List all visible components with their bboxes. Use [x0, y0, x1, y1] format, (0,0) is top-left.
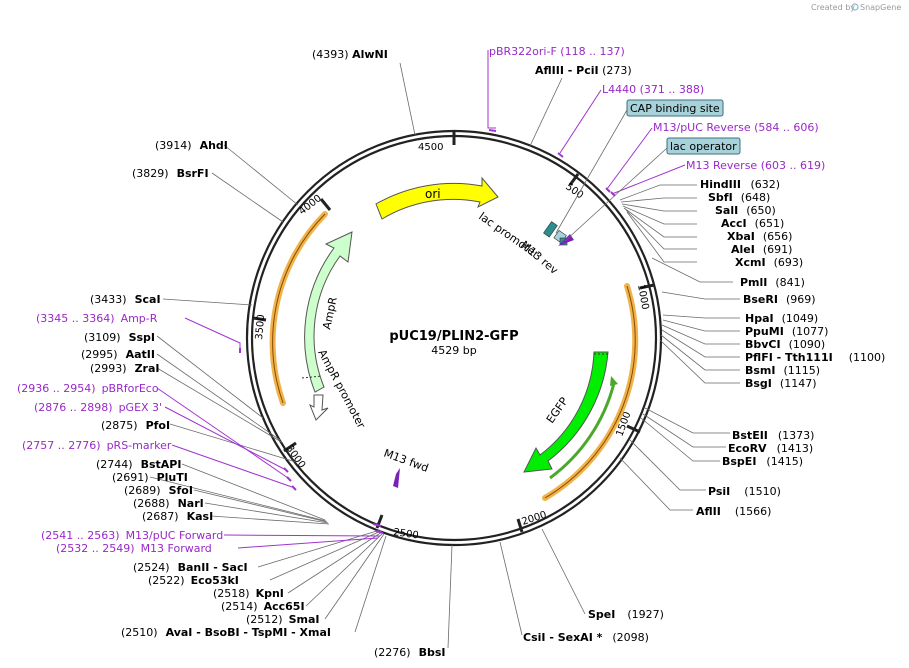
feature-box-lac-operator[interactable]: lac operator: [666, 137, 741, 155]
site-smai[interactable]: (2512)SmaI: [246, 613, 319, 626]
m13-fwd-label: M13 fwd: [382, 447, 430, 475]
site-xbai[interactable]: XbaI(656): [727, 230, 792, 243]
tick-label-2500: 2500: [393, 527, 420, 541]
site-kpni[interactable]: (2518)KpnI: [213, 587, 284, 600]
orange-feature-arc-right-line: [544, 285, 636, 499]
site-acci[interactable]: AccI(651): [721, 217, 784, 230]
ori-label: ori: [425, 187, 441, 201]
m13-fwd-feature[interactable]: [393, 468, 400, 488]
site-alwni[interactable]: (4393) AlwNI: [312, 48, 388, 61]
site-afliii-pcii[interactable]: AflIII - PciI (273): [535, 64, 632, 77]
site-pmli[interactable]: PmlI(841): [740, 276, 805, 289]
site-acc65i[interactable]: (2514)Acc65I: [221, 600, 305, 613]
site-alei[interactable]: AleI(691): [731, 243, 792, 256]
site-psii[interactable]: PsiI(1510): [708, 485, 781, 498]
primer-l4440[interactable]: L4440 (371 .. 388): [602, 83, 704, 96]
egfp-feature[interactable]: [523, 351, 609, 473]
primer-m13-puc-reverse[interactable]: M13/pUC Reverse (584 .. 606): [653, 121, 819, 134]
site-bsmi[interactable]: BsmI(1115): [745, 364, 820, 377]
tick-label-4500: 4500: [418, 142, 443, 153]
snapgene-brand: SnapGene: [860, 3, 901, 12]
site-bstapi[interactable]: (2744)BstAPI: [96, 458, 181, 471]
feature-box-cap[interactable]: CAP binding site: [626, 99, 724, 117]
site-bspei[interactable]: BspEI(1415): [722, 455, 803, 468]
site-kasi[interactable]: (2687)KasI: [142, 510, 213, 523]
primer-pgex-3[interactable]: (2876 .. 2898)pGEX 3': [34, 401, 162, 414]
site-zrai[interactable]: (2993)ZraI: [90, 362, 160, 375]
site-sali[interactable]: SalI(650): [715, 204, 776, 217]
site-bseri[interactable]: BseRI(969): [743, 293, 816, 306]
site-pfoi[interactable]: (2875)PfoI: [101, 419, 170, 432]
primer-leader-lines: [156, 50, 686, 549]
right-site-labels: HindIII (632) SbfI(648) SalI(650) AccI(6…: [696, 178, 885, 518]
site-aatii[interactable]: (2995)AatII: [81, 348, 155, 361]
backbone-tick-marks: [252, 131, 655, 533]
ampr-feature[interactable]: [304, 231, 353, 393]
site-bbsi[interactable]: (2276)BbsI: [374, 646, 445, 659]
primer-m13-reverse[interactable]: M13 Reverse (603 .. 619): [686, 159, 825, 172]
ampr-label: AmpR: [320, 295, 340, 330]
site-avai-bsobi-tspmi-xmai[interactable]: (2510)AvaI - BsoBI - TspMI - XmaI: [121, 626, 331, 639]
primer-m13-puc-forward[interactable]: (2541 .. 2563)M13/pUC Forward: [41, 529, 223, 542]
orange-feature-arc-left-line: [272, 213, 326, 404]
site-leader-lines: [149, 62, 740, 649]
site-spei[interactable]: SpeI(1927): [588, 608, 664, 621]
site-ahdi[interactable]: (3914)AhdI: [155, 139, 228, 152]
plasmid-length: 4529 bp: [431, 344, 476, 357]
site-bbvci[interactable]: BbvCI(1090): [745, 338, 825, 351]
lac-operator-leader: [564, 147, 668, 242]
site-ppumi[interactable]: PpuMI(1077): [745, 325, 828, 338]
ori-feature[interactable]: [375, 176, 499, 220]
primer-markers: [239, 129, 616, 534]
tick-label-3500: 3500: [254, 314, 267, 340]
tick-label-1000: 1000: [635, 284, 650, 311]
left-site-labels: (3914)AhdI (3829)BsrFI (3433)ScaI (3109)…: [81, 139, 331, 639]
site-ecorv[interactable]: EcoRV(1413): [728, 442, 813, 455]
plasmid-name: pUC19/PLIN2-GFP: [389, 329, 518, 344]
site-pluti[interactable]: (2691)PluTI: [112, 471, 188, 484]
ampr-promoter-label: AmpR promoter: [315, 347, 368, 431]
lac-promoter-feature[interactable]: [543, 221, 558, 238]
ampr-dotted-boundary: [301, 375, 323, 379]
egfp-label: EGFP: [544, 395, 571, 426]
ampr-promoter-feature[interactable]: [309, 394, 329, 421]
svg-text:lac operator: lac operator: [670, 140, 737, 153]
site-hindiii[interactable]: HindIII (632): [700, 178, 780, 191]
site-bsteii[interactable]: BstEII(1373): [732, 429, 814, 442]
site-pflfi-tth111i[interactable]: PflFI - Tth111I(1100): [745, 351, 885, 364]
m13-rev-label: M13 rev: [518, 238, 561, 277]
site-sfoi[interactable]: (2689)SfoI: [124, 484, 193, 497]
site-csii-sexai[interactable]: CsiI - SexAI *(2098): [523, 631, 649, 644]
primer-pbrforeco[interactable]: (2936 .. 2954)pBRforEco: [17, 382, 159, 395]
site-bsrfi[interactable]: (3829)BsrFI: [132, 167, 209, 180]
cap-leader: [555, 109, 628, 234]
site-hpai[interactable]: HpaI(1049): [745, 312, 818, 325]
site-xcmi[interactable]: XcmI(693): [735, 256, 803, 269]
created-by-text: Created by: [811, 3, 855, 12]
primer-m13-forward[interactable]: (2532 .. 2549)M13 Forward: [56, 542, 212, 555]
site-eco53ki[interactable]: (2522)Eco53kI: [148, 574, 239, 587]
site-banii-saci[interactable]: (2524)BanII - SacI: [133, 561, 248, 574]
primer-prs-marker[interactable]: (2757 .. 2776)pRS-marker: [22, 439, 172, 452]
inner-primer-arrow-head: [610, 376, 618, 386]
primer-amp-r[interactable]: (3345 .. 3364)Amp-R: [36, 312, 158, 325]
primer-pbr322ori-f[interactable]: pBR322ori-F (118 .. 137): [489, 45, 625, 58]
site-scai[interactable]: (3433)ScaI: [90, 293, 161, 306]
tick-label-3000: 3000: [284, 443, 308, 470]
tick-label-500: 500: [563, 181, 585, 201]
site-sbfi[interactable]: SbfI(648): [708, 191, 770, 204]
inner-primer-arrow: [549, 382, 616, 480]
site-nari[interactable]: (2688)NarI: [133, 497, 204, 510]
snapgene-logo-icon: [851, 3, 859, 11]
site-bsgi[interactable]: BsgI(1147): [745, 377, 816, 390]
site-aflii[interactable]: AflII(1566): [696, 505, 771, 518]
site-sspi[interactable]: (3109)SspI: [84, 331, 155, 344]
svg-text:CAP binding site: CAP binding site: [630, 102, 720, 115]
